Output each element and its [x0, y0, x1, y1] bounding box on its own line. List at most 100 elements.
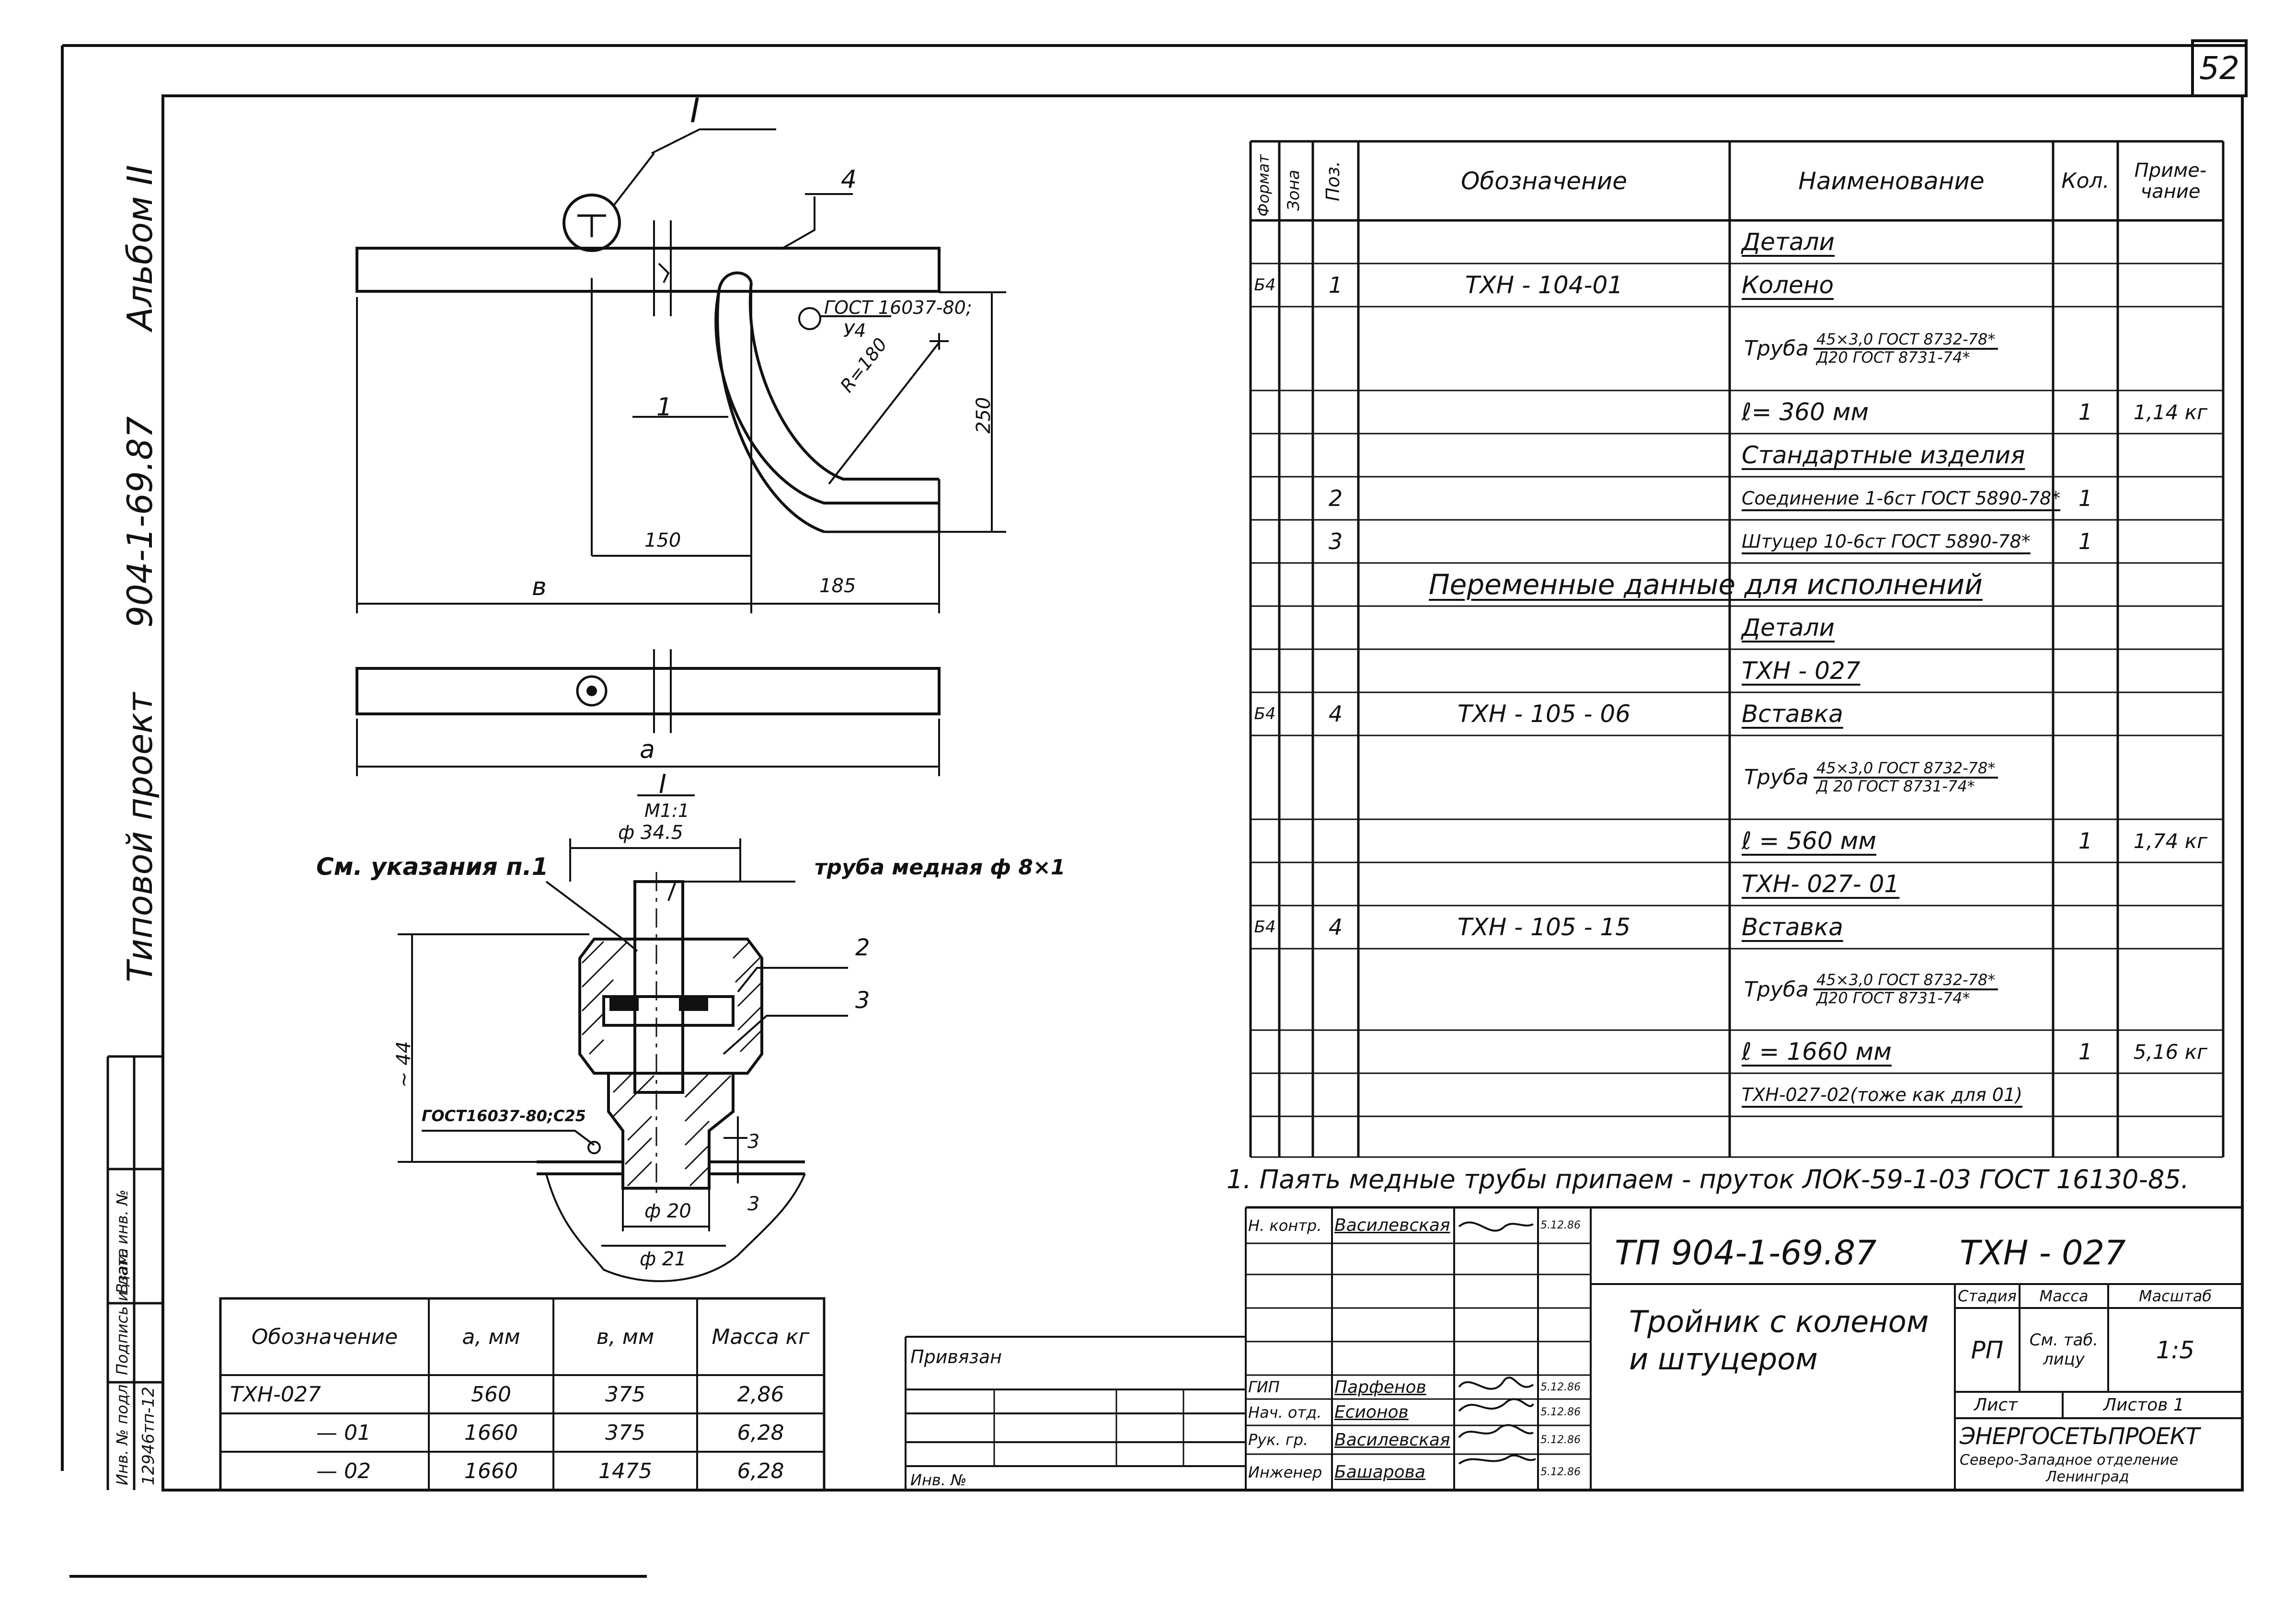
- dim-44: ~ 44: [393, 1041, 415, 1088]
- signer-role: Н. контр.: [1248, 1216, 1322, 1235]
- dim-250: 250: [973, 397, 995, 434]
- spec-row-note: [2118, 563, 2223, 606]
- spec-row-qty: 1: [2078, 1039, 2093, 1065]
- spec-row-designation: [1358, 307, 1730, 390]
- spec-row-name: Штуцер 10-6ст ГОСТ 5890-78*: [1742, 531, 2031, 552]
- tube-word: Труба: [1744, 765, 1809, 790]
- spec-row-pos: [1313, 563, 1358, 606]
- spec-row-format: [1251, 434, 1279, 477]
- variants-header-b: в, мм: [596, 1324, 654, 1349]
- spec-row-designation: [1358, 1116, 1730, 1157]
- spec-row-pos: [1313, 390, 1358, 434]
- drawing-title: Тройник с коленом и штуцером: [1629, 1304, 1929, 1377]
- spec-row-qty: [2053, 220, 2118, 264]
- note-copper-tube: труба медная ф 8×1: [815, 855, 1066, 880]
- spec-row-designation: [1358, 220, 1730, 264]
- spec-header-note: Приме-чание: [2134, 159, 2207, 203]
- spec-table-lines: [1249, 140, 2225, 1158]
- spec-row-pos: [1313, 949, 1358, 1030]
- spec-row-format: [1251, 563, 1279, 606]
- spec-row-pos: [1313, 1030, 1358, 1073]
- spec-row-note: [2118, 735, 2223, 819]
- variants-row-1-a: 1660: [464, 1420, 518, 1445]
- sheet-label: Лист: [1974, 1395, 2018, 1415]
- spec-row-format: [1251, 1116, 1279, 1157]
- inv-number: 12946тп-12: [139, 1387, 158, 1485]
- signer-name: Парфенов: [1334, 1377, 1426, 1397]
- tube-word: Труба: [1744, 977, 1809, 1002]
- spec-row-format: [1251, 606, 1279, 649]
- signer-name: [1334, 1308, 1454, 1342]
- spec-row-format: [1251, 949, 1279, 1030]
- spec-row-note: [2118, 434, 2223, 477]
- variants-row-2-a: 1660: [464, 1458, 518, 1483]
- spec-row-format: [1251, 1073, 1279, 1116]
- note-see-instructions: См. указания п.1: [316, 853, 549, 881]
- spec-row-name: Стандартные изделия: [1742, 441, 2025, 469]
- dim-3-upper: 3: [747, 1131, 760, 1153]
- spec-row-format: [1251, 649, 1279, 692]
- position-4-label: 4: [841, 165, 857, 194]
- spec-row-note: [2118, 1116, 2223, 1157]
- inv-label: Инв. №: [910, 1471, 967, 1489]
- signer-date: 5.12.86: [1540, 1466, 1581, 1478]
- variants-row-1-b: 375: [605, 1420, 645, 1445]
- weld-note-1: ГОСТ 16037-80;: [824, 297, 972, 318]
- org-branch: Северо-Западное отделение: [1960, 1452, 2179, 1469]
- tube-spec-fraction: 45×3,0 ГОСТ 8732-78*Д20 ГОСТ 8731-74*: [1813, 331, 1998, 367]
- page-number: 52: [2199, 50, 2239, 87]
- spec-row-note: [2118, 906, 2223, 949]
- dim-phi-34-5: ф 34.5: [618, 822, 683, 844]
- spec-row-designation: [1358, 606, 1730, 649]
- spec-row-name: Детали: [1742, 228, 1835, 256]
- dim-phi-20: ф 20: [644, 1200, 691, 1222]
- spec-row-note: [2118, 949, 2223, 1030]
- spec-row-qty: [2053, 949, 2118, 1030]
- dim-b: в: [532, 573, 547, 601]
- spec-row-designation: [1358, 477, 1730, 520]
- spec-row-qty: [2053, 606, 2118, 649]
- spec-row-pos: [1313, 1073, 1358, 1116]
- spec-row-format: [1251, 390, 1279, 434]
- spec-row-name: ТХН- 027- 01: [1742, 870, 1900, 898]
- tube-spec-numerator: 45×3,0 ГОСТ 8732-78*: [1813, 972, 1998, 990]
- spec-row-pos: [1313, 862, 1358, 906]
- dim-3-lower: 3: [747, 1193, 760, 1215]
- bound-label: Привязан: [910, 1346, 1002, 1367]
- spec-row-designation: [1358, 1030, 1730, 1073]
- doc-code: ТП 904-1-69.87: [1615, 1233, 1877, 1273]
- main-view: [356, 128, 1006, 613]
- spec-row-format: [1251, 220, 1279, 264]
- signer-role: Инженер: [1248, 1463, 1322, 1481]
- spec-row-format: [1251, 307, 1279, 390]
- variants-row-1-mass: 6,28: [737, 1420, 784, 1445]
- spec-header-format: Формат: [1254, 154, 1273, 217]
- footnote: 1. Паять медные трубы припаем - пруток Л…: [1227, 1164, 2189, 1194]
- spec-row-pos: [1313, 735, 1358, 819]
- variants-header-a: а, мм: [462, 1324, 520, 1349]
- stage-label: Стадия: [1958, 1287, 2017, 1305]
- tube-spec-fraction: 45×3,0 ГОСТ 8732-78*Д20 ГОСТ 8731-74*: [1813, 972, 1998, 1006]
- tube-spec-denominator: Д20 ГОСТ 8731-74*: [1816, 348, 1970, 367]
- position-1-label: 1: [656, 393, 673, 422]
- spec-row-qty: [2053, 434, 2118, 477]
- spec-row-note: [2118, 862, 2223, 906]
- variants-row-2-b: 1475: [598, 1458, 652, 1483]
- org-name: ЭНЕРГОСЕТЬПРОЕКТ: [1960, 1423, 2200, 1450]
- spec-row-pos: 4: [1328, 914, 1343, 940]
- spec-row-note: 5,16 кг: [2133, 1040, 2208, 1064]
- signer-name: [1334, 1243, 1454, 1274]
- album-label: Альбом II: [120, 165, 160, 331]
- spec-row-pos: 3: [1328, 528, 1343, 554]
- spec-row-note: [2118, 264, 2223, 307]
- detail-title: I: [659, 769, 666, 799]
- variants-row-2-mass: 6,28: [737, 1458, 784, 1483]
- signer-role: [1248, 1243, 1332, 1274]
- spec-row-pos: [1313, 606, 1358, 649]
- spec-row-name: ℓ = 1660 мм: [1742, 1038, 1892, 1066]
- variants-header-designation: Обозначение: [251, 1324, 398, 1349]
- spec-row-qty: [2053, 563, 2118, 606]
- spec-row-qty: [2053, 692, 2118, 735]
- spec-row-qty: 1: [2078, 828, 2093, 854]
